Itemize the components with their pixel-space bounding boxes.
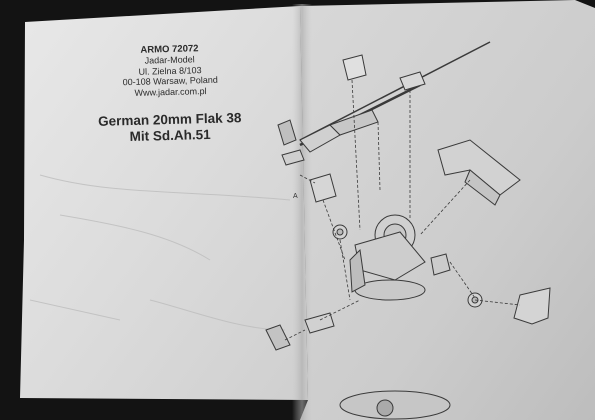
kit-title: German 20mm Flak 38 Mit Sd.Ah.51 [70, 109, 271, 146]
sheet-fold-shadow [292, 4, 312, 420]
diagram-marker-label: A [293, 193, 298, 200]
manufacturer-block: ARMO 72072 Jadar-Model Ul. Zielna 8/103 … [69, 41, 270, 99]
exploded-parts-diagram [265, 41, 551, 420]
sheet-left-page [20, 6, 308, 400]
